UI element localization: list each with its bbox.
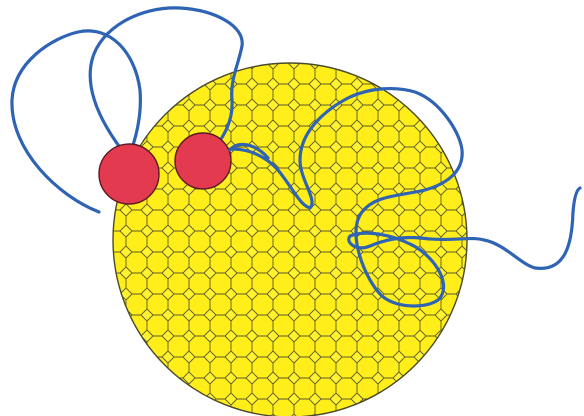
small-sphere-left (99, 144, 159, 204)
large-sphere (113, 63, 467, 416)
large-sphere-fill (113, 63, 467, 416)
small-sphere-right (175, 133, 231, 189)
